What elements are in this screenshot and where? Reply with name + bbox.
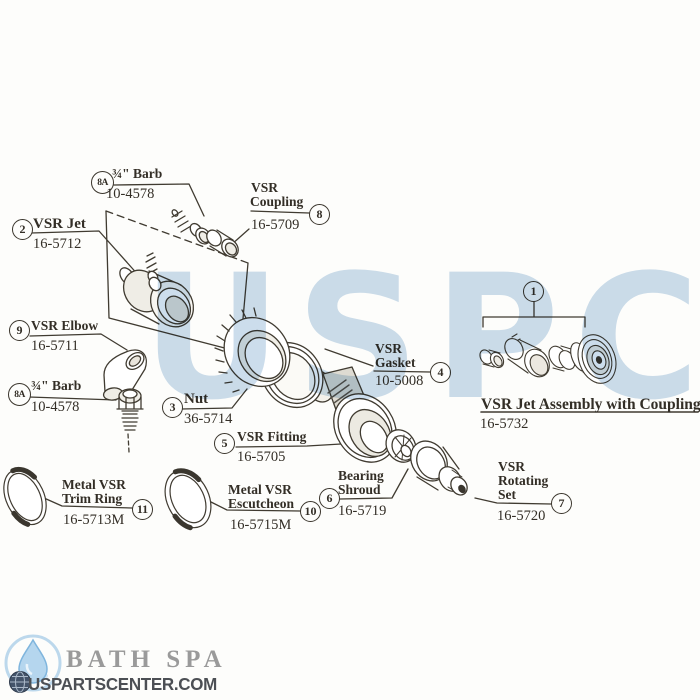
globe-icon [9, 671, 31, 693]
callout-8a-bottom-number: 8A [14, 389, 25, 400]
rotating-set-part-number: 16-5720 [497, 508, 546, 524]
elbow-label: VSR Elbow [31, 318, 99, 333]
jet-part-number: 16-5712 [33, 236, 82, 252]
rotating-set-drawing [410, 440, 468, 496]
callout-8a-bottom: 8A [8, 383, 31, 406]
escutcheon-label-line2: Escutcheon [228, 496, 295, 511]
callout-8: 8 [309, 204, 330, 225]
callout-7: 7 [551, 493, 572, 514]
jet-label: VSR Jet [33, 216, 86, 232]
barb-top-drawing [171, 209, 211, 245]
jet-drawing [119, 252, 195, 328]
site-name: USPARTSCENTER.COM [28, 674, 218, 694]
callout-3: 3 [162, 397, 183, 418]
callout-7-number: 7 [558, 496, 565, 510]
callout-2-number: 2 [19, 222, 26, 236]
fitting-part-number: 16-5705 [237, 449, 286, 465]
callout-9: 9 [9, 320, 30, 341]
shroud-label-line1: Bearing [338, 468, 384, 483]
trim-ring-label-line1: Metal VSR [62, 477, 126, 492]
assembly-title: VSR Jet Assembly with Coupling [481, 396, 700, 413]
escutcheon-label-line1: Metal VSR [228, 482, 292, 497]
coupling-drawing [206, 229, 239, 258]
elbow-drawing [102, 349, 147, 401]
callout-6-number: 6 [326, 491, 333, 505]
callout-5-number: 5 [221, 436, 228, 450]
callout-1: 1 [523, 281, 544, 302]
trim-ring-drawing [3, 466, 47, 527]
callout-6: 6 [319, 488, 340, 509]
callout-10-number: 10 [304, 504, 317, 518]
assembly-part-number: 16-5732 [480, 416, 529, 432]
callout-11: 11 [132, 499, 153, 520]
callout-11-number: 11 [136, 502, 149, 516]
logo-art [4, 634, 62, 693]
barb-bottom-part-number: 10-4578 [31, 399, 80, 415]
shroud-label-line2: Shroud [338, 482, 381, 497]
nut-part-number: 36-5714 [184, 411, 233, 427]
trim-ring-part-number: 16-5713M [63, 512, 125, 528]
gasket-label-line2: Gasket [375, 355, 416, 370]
coupling-part-number: 16-5709 [251, 217, 300, 233]
fitting-drawing [304, 366, 397, 463]
bath-spa-logo: BATH SPA USPARTSCENTER.COM [0, 628, 260, 700]
escutcheon-part-number: 16-5715M [230, 517, 292, 533]
callout-8-number: 8 [316, 207, 323, 221]
barb-bottom-label: ¾" Barb [31, 378, 82, 393]
rotating-set-label-line1: VSR [498, 459, 526, 474]
coupling-label-line2: Coupling [250, 194, 304, 209]
nut-drawing [214, 307, 291, 393]
callout-1-number: 1 [530, 284, 537, 298]
nut-label: Nut [184, 391, 209, 407]
coupling-label-line1: VSR [251, 180, 279, 195]
callout-4: 4 [430, 362, 451, 383]
elbow-part-number: 16-5711 [31, 338, 79, 354]
callout-3-number: 3 [169, 400, 176, 414]
shroud-part-number: 16-5719 [338, 503, 387, 519]
leader-lines [28, 183, 699, 512]
fitting-label: VSR Fitting [237, 429, 307, 444]
barb-top-label: ¾" Barb [112, 166, 163, 181]
trim-ring-label-line2: Trim Ring [62, 491, 123, 506]
rotating-set-label-line3: Set [498, 487, 516, 502]
callout-8a-top: 8A [91, 171, 114, 194]
callout-4-number: 4 [437, 365, 444, 379]
assembly-drawing [479, 333, 617, 384]
callout-9-number: 9 [16, 323, 23, 337]
callout-2: 2 [12, 219, 33, 240]
barb-bottom-drawing [116, 388, 144, 431]
callout-5: 5 [214, 433, 235, 454]
rotating-set-label-line2: Rotating [498, 473, 549, 488]
gasket-part-number: 10-5008 [375, 373, 424, 389]
barb-top-part-number: 10-4578 [106, 186, 155, 202]
brand-name: BATH SPA [66, 646, 227, 673]
escutcheon-drawing [164, 468, 212, 531]
callout-10: 10 [300, 501, 321, 522]
callout-8a-top-number: 8A [97, 177, 108, 188]
gasket-label-line1: VSR [375, 341, 403, 356]
